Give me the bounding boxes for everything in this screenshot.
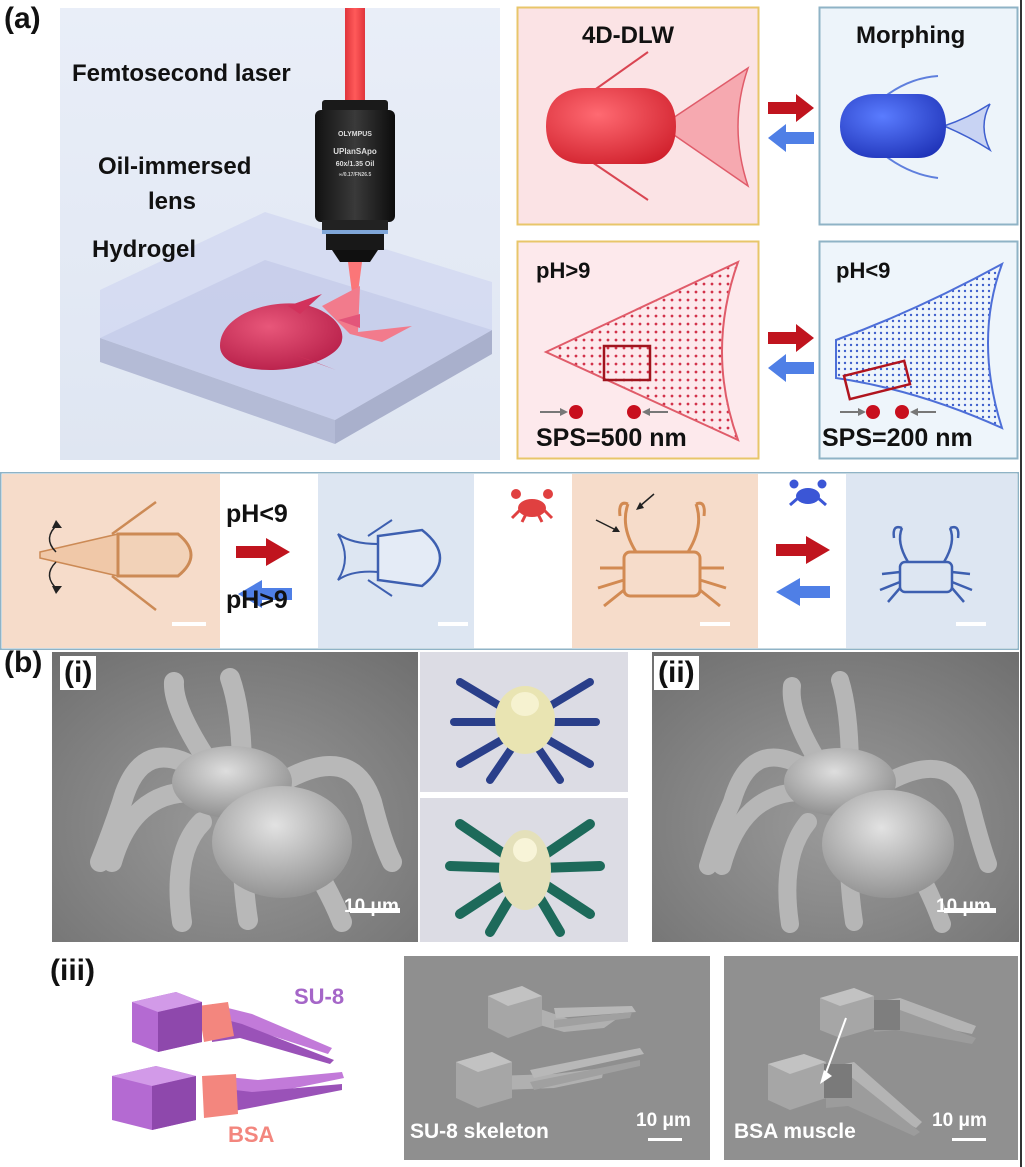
arrows-ph-boxes <box>768 324 814 382</box>
pointer-arrowhead <box>820 1070 832 1084</box>
ph-gt9-box <box>516 240 760 460</box>
label-sps-500: SPS=500 nm <box>536 424 687 452</box>
label-oil-immersed: Oil-immersed <box>98 153 252 180</box>
label-hydrogel: Hydrogel <box>92 236 197 263</box>
scale-bar <box>700 622 730 626</box>
dlw-box <box>516 6 760 226</box>
arrow-left-blue <box>238 580 292 608</box>
scale-label-muscle: 10 μm <box>932 1110 987 1131</box>
arrow-right-red <box>768 94 814 122</box>
strip-label-ph-lt9: pH<9 <box>226 500 288 528</box>
scale-bar <box>172 622 206 626</box>
sem-bsa-muscle <box>724 956 1018 1160</box>
label-ii: (ii) <box>654 656 699 690</box>
label-su8-skeleton: SU-8 skeleton <box>410 1120 549 1143</box>
label-bsa: BSA <box>228 1122 275 1147</box>
objective-spec2: ∞/0.17/FN26.5 <box>339 172 372 178</box>
panel-b-letter: (b) <box>4 646 43 679</box>
label-morphing: Morphing <box>856 22 966 49</box>
label-iii: (iii) <box>50 954 95 987</box>
strip-label-ph-gt9: pH>9 <box>226 586 288 614</box>
label-bsa-muscle: BSA muscle <box>734 1120 856 1143</box>
scale-bar <box>952 1138 986 1141</box>
label-lens: lens <box>148 188 197 215</box>
scale-label-skeleton: 10 μm <box>636 1110 691 1131</box>
scale-bar <box>956 622 986 626</box>
label-sps-200: SPS=200 nm <box>822 424 973 452</box>
label-i: (i) <box>60 656 97 690</box>
scale-bar <box>648 1138 682 1141</box>
crab-icon-blue <box>789 479 827 507</box>
objective-model: UPlanSApo <box>333 147 377 156</box>
su8-bsa-schematic <box>112 992 344 1130</box>
arrow-right-red <box>236 538 290 566</box>
arrow-left-blue <box>768 124 814 152</box>
scale-bar <box>944 908 996 913</box>
morphing-box <box>818 6 1019 226</box>
label-su8: SU-8 <box>294 984 345 1009</box>
label-femtosecond-laser: Femtosecond laser <box>72 60 291 87</box>
arrow-right-red <box>768 324 814 352</box>
micrograph-strip <box>0 472 1019 650</box>
crab-micrograph-orange <box>572 474 758 648</box>
label-ph-lt9: pH<9 <box>836 258 891 283</box>
pointer-arrow <box>823 1017 847 1079</box>
objective-spec: 60x/1.35 Oil <box>336 161 375 168</box>
scale-bar <box>350 908 400 913</box>
sem-su8-skeleton <box>404 956 710 1160</box>
scale-label-ii: 10 μm <box>936 896 991 917</box>
figure-frame-edge <box>1020 0 1022 1167</box>
label-ph-gt9: pH>9 <box>536 258 591 283</box>
laser-setup-illustration: OLYMPUS UPlanSApo 60x/1.35 Oil ∞/0.17/FN… <box>60 8 500 460</box>
sem-spider-ii <box>652 652 1019 942</box>
sem-spider-i <box>52 652 418 942</box>
ph-lt9-box <box>818 240 1019 460</box>
scale-bar <box>438 622 468 626</box>
objective-brand: OLYMPUS <box>338 131 372 138</box>
label-4d-dlw: 4D-DLW <box>582 22 674 49</box>
crab-icon-red <box>510 489 554 523</box>
arrow-right-red <box>776 536 830 564</box>
arrow-left-blue <box>768 354 814 382</box>
scale-label-i: 10 μm <box>344 896 399 917</box>
optical-spider-images <box>420 652 628 942</box>
arrow-left-blue <box>776 578 830 606</box>
arrows-dlw-morphing <box>768 94 814 152</box>
panel-a-letter: (a) <box>4 2 41 35</box>
